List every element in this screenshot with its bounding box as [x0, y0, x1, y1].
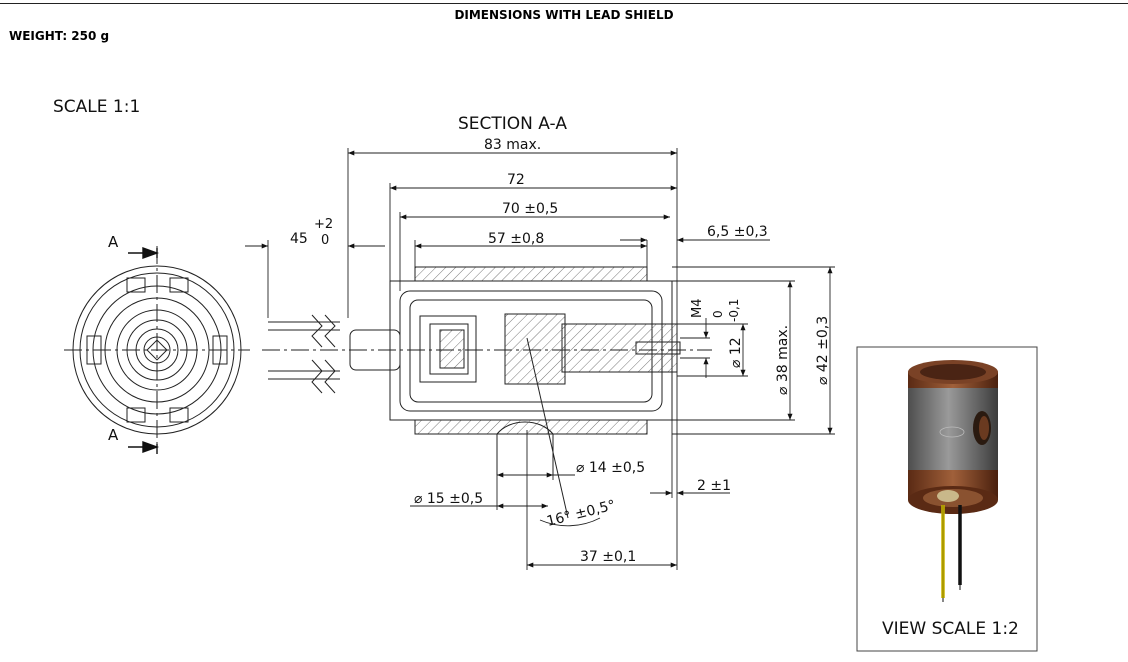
section-mark-bottom: A — [108, 426, 119, 444]
dim-45-tol-zero: 0 — [321, 233, 329, 248]
dim-45-tol-plus: +2 — [314, 217, 333, 232]
section-mark-top: A — [108, 233, 119, 251]
dim-dia-12-tol-upper: 0 — [711, 310, 725, 318]
dim-6-5: 6,5 ±0,3 — [707, 224, 768, 240]
dim-72: 72 — [507, 172, 525, 188]
section-marker-arrows — [128, 247, 160, 454]
dim-dia-12: ⌀ 12 — [728, 337, 744, 368]
dim-57: 57 ±0,8 — [488, 231, 544, 247]
dim-thread-m4: M4 — [690, 299, 705, 319]
dim-70: 70 ±0,5 — [502, 201, 558, 217]
weight-label: WEIGHT: 250 g — [9, 29, 110, 43]
iso-view-frame — [856, 346, 1038, 652]
dim-2: 2 ±1 — [697, 478, 731, 494]
dim-dia-12-tol-lower: -0,1 — [727, 299, 741, 322]
dimension-lines — [245, 148, 835, 570]
dim-dia-14: ⌀ 14 ±0,5 — [576, 460, 645, 476]
dim-dia-42: ⌀ 42 ±0,3 — [815, 316, 831, 385]
section-view — [262, 266, 712, 519]
dim-dia-38: ⌀ 38 max. — [775, 325, 791, 395]
section-title: SECTION A-A — [458, 114, 567, 134]
dim-45: 45 — [290, 231, 308, 247]
dim-37: 37 ±0,1 — [580, 549, 636, 565]
view-scale-label: VIEW SCALE 1:2 — [882, 619, 1019, 639]
dim-overall-length: 83 max. — [484, 137, 541, 153]
header-rule — [0, 3, 1128, 4]
scale-label: SCALE 1:1 — [53, 97, 140, 117]
end-view — [64, 246, 250, 454]
drawing-title: DIMENSIONS WITH LEAD SHIELD — [454, 8, 674, 22]
iso-detector-render — [908, 360, 998, 602]
dim-dia-15: ⌀ 15 ±0,5 — [414, 491, 483, 507]
